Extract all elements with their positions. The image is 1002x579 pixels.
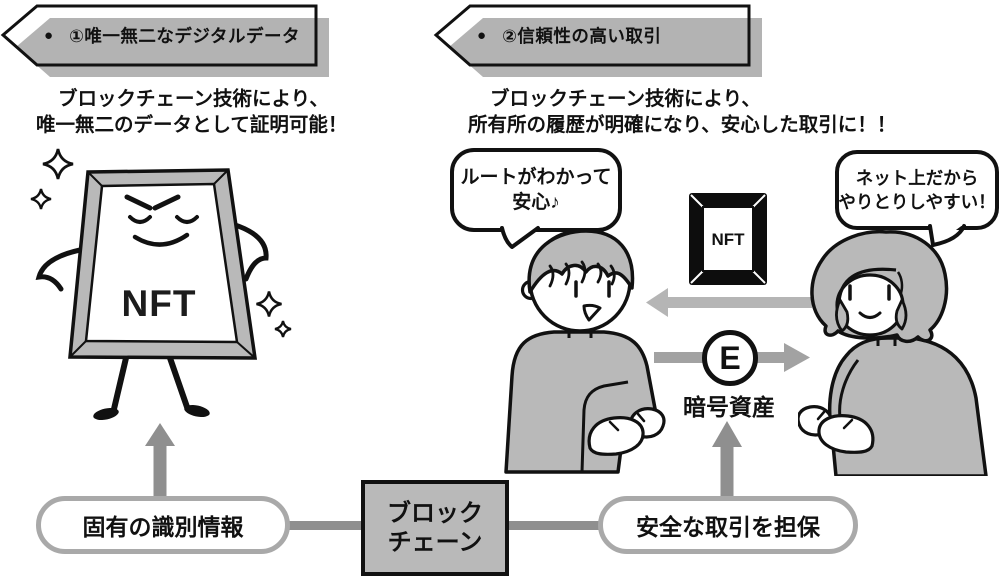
man-eyes [574, 280, 611, 298]
character-face [124, 194, 199, 247]
nft-token-icon: NFT [689, 193, 767, 285]
bubble-line: 安心♪ [512, 192, 560, 213]
man-arm-line [580, 380, 629, 473]
character-feet [93, 404, 210, 421]
bubble-line: ネット上だから [855, 168, 979, 188]
banner-ribbon-shape [433, 4, 762, 77]
crypto-label: 暗号資産 [683, 394, 775, 420]
flow-pill-identifier: 固有の識別情報 [36, 496, 290, 554]
nft-frame-label: NFT [122, 283, 197, 324]
woman-hair-strand [896, 271, 904, 294]
description-line: ブロックチェーン技術により、 [490, 88, 761, 110]
man-figure [504, 229, 666, 474]
nft-character: NFT [30, 148, 292, 421]
speech-bubble-shape [835, 150, 999, 247]
bubble-line: ルートがわかって [460, 167, 612, 188]
up-arrow-left-icon [145, 423, 175, 499]
banner-ribbon-shape [0, 4, 329, 77]
picture-frame [68, 168, 258, 360]
flow-connector-left [288, 521, 366, 530]
woman-figure [798, 229, 988, 476]
bullet-icon: ● [477, 27, 487, 44]
man-hands [587, 407, 666, 456]
woman-eyes [848, 284, 891, 301]
box-line: チェーン [387, 529, 483, 556]
woman-hands [798, 405, 875, 454]
flow-pill-secure-trade: 安全な取引を担保 [598, 496, 858, 554]
crypto-symbol: E [719, 339, 741, 376]
description-left: ブロックチェーン技術により、 唯一無二のデータとして証明可能！ [36, 86, 347, 138]
pill-label: 固有の識別情報 [82, 514, 244, 540]
speech-bubble-shape [450, 148, 622, 249]
nft-transfer-arrow-icon [646, 288, 812, 317]
speech-bubble-man: ルートがわかって 安心♪ [448, 146, 628, 256]
character-legs [111, 355, 190, 412]
woman-mouth [858, 311, 882, 319]
woman-side-locks [835, 298, 908, 333]
woman-body [827, 336, 988, 476]
character-arms [35, 221, 269, 292]
nft-token-label: NFT [711, 230, 745, 249]
pill-label: 安全な取引を担保 [636, 514, 820, 540]
bullet-icon: ● [44, 27, 54, 44]
man-mouth [582, 303, 602, 322]
description-line: 唯一無二のデータとして証明可能！ [36, 114, 348, 136]
bubble-line: やりとりしやすい！ [838, 192, 996, 212]
banner-reliable-trade: ● ②信頼性の高い取引 [433, 2, 779, 82]
banner-title: ②信頼性の高い取引 [502, 26, 662, 46]
sparkle-icon [30, 148, 292, 338]
up-arrow-right-icon [712, 421, 742, 499]
speech-bubble-woman: ネット上だから やりとりしやすい！ [834, 148, 1002, 254]
description-right: ブロックチェーン技術により、 所有所の履歴が明確になり、安心した取引に！！ [468, 86, 896, 138]
description-line: 所有所の履歴が明確になり、安心した取引に！！ [468, 114, 897, 136]
man-hair-curls [548, 260, 616, 288]
flow-box-blockchain: ブロック チェーン [361, 480, 509, 576]
description-line: ブロックチェーン技術により、 [58, 88, 329, 110]
box-line: ブロック [387, 500, 483, 527]
banner-unique-data: ● ①唯一無二なデジタルデータ [0, 2, 346, 82]
crypto-coin-icon: E [702, 330, 758, 386]
banner-title: ①唯一無二なデジタルデータ [69, 26, 301, 46]
flow-connector-right [505, 521, 602, 530]
